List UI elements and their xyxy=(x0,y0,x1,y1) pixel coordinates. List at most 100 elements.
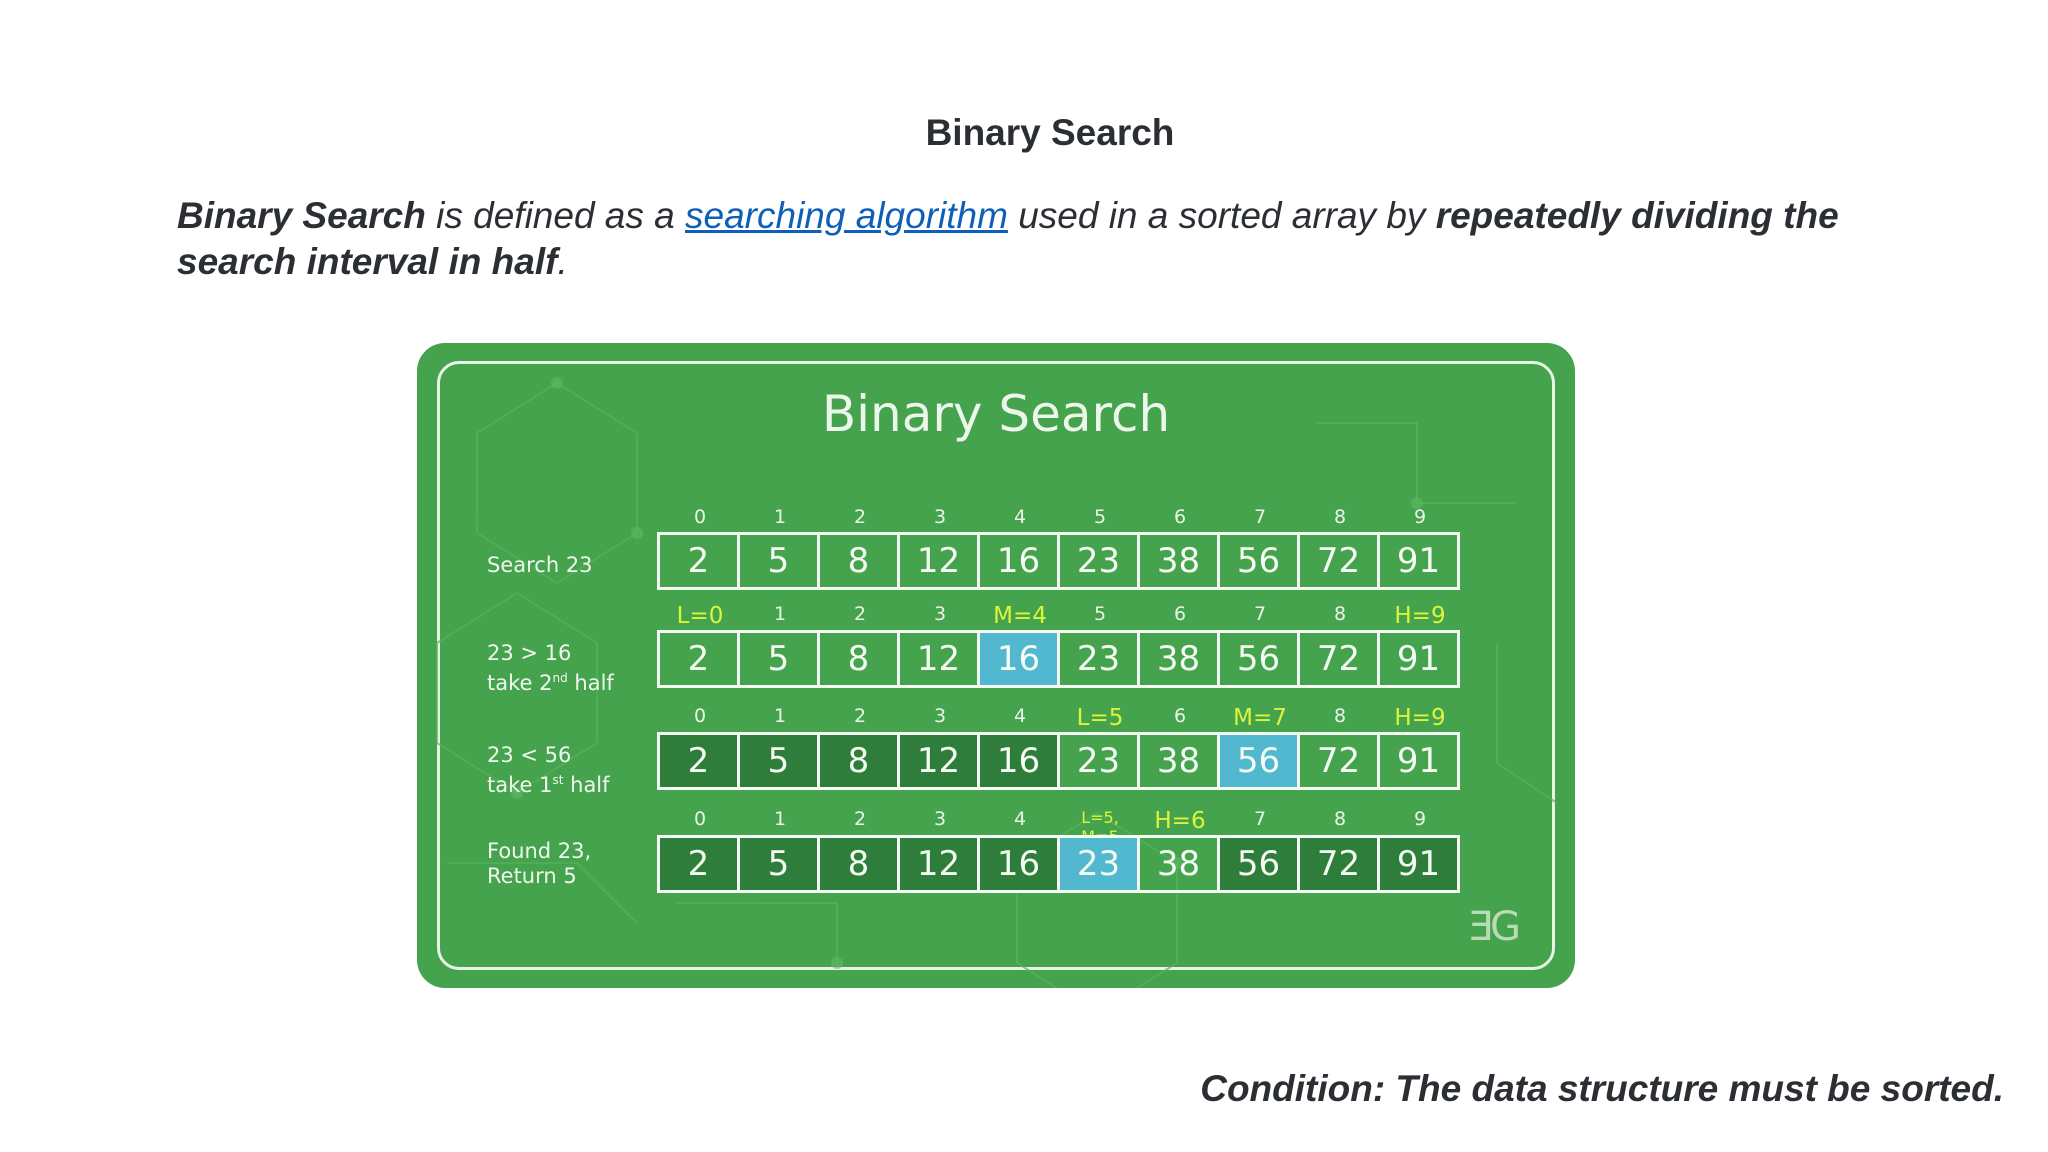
definition-end: . xyxy=(557,241,568,282)
high-pointer-label: H=6 xyxy=(1154,808,1206,834)
array-cell: 72 xyxy=(1300,633,1380,685)
index-row-1: 0 1 2 3 4 5 6 7 8 9 xyxy=(660,506,1460,528)
array-cell-discarded: 56 xyxy=(1220,838,1300,890)
step-label-line: take 2nd half xyxy=(487,671,614,695)
index-label: 0 xyxy=(693,705,707,727)
definition-term: Binary Search xyxy=(177,195,426,236)
index-label: 5 xyxy=(1093,506,1107,528)
definition-emphasis: repeatedly dividing the search interval … xyxy=(177,195,1839,282)
array-cell: 23 xyxy=(1060,535,1140,587)
array-cell: 5 xyxy=(740,633,820,685)
array-cell: 16 xyxy=(980,535,1060,587)
index-label: 0 xyxy=(693,506,707,528)
index-label: 8 xyxy=(1333,705,1347,727)
index-label: 3 xyxy=(933,808,947,830)
index-label: 2 xyxy=(853,506,867,528)
low-pointer-label: L=5 xyxy=(1076,705,1124,731)
array-cell: 12 xyxy=(900,535,980,587)
array-cell: 8 xyxy=(820,633,900,685)
array-cell: 38 xyxy=(1140,838,1220,890)
array-cell: 38 xyxy=(1140,535,1220,587)
step-label-line: 23 > 16 xyxy=(487,641,572,665)
index-label: 4 xyxy=(1013,808,1027,830)
array-cell-discarded: 12 xyxy=(900,838,980,890)
array-cell: 56 xyxy=(1220,535,1300,587)
index-label: 6 xyxy=(1173,705,1187,727)
array-cell: 38 xyxy=(1140,735,1220,787)
index-label: 1 xyxy=(773,705,787,727)
array-cell-discarded: 72 xyxy=(1300,838,1380,890)
index-row-4: 0 1 2 3 4 L=5, M=5 H=6 7 8 9 xyxy=(660,808,1460,846)
array-cell: 2 xyxy=(660,633,740,685)
step-label-line: Return 5 xyxy=(487,864,577,888)
array-cell-discarded: 16 xyxy=(980,838,1060,890)
array-cell: 91 xyxy=(1396,741,1441,781)
array-cell: 56 xyxy=(1220,633,1300,685)
step-label-1: Search 23 xyxy=(487,553,637,578)
definition-paragraph: Binary Search is defined as a searching … xyxy=(177,193,1937,285)
searching-algorithm-link[interactable]: searching algorithm xyxy=(685,195,1008,236)
index-label: 3 xyxy=(933,603,947,625)
array-cell: 23 xyxy=(1060,633,1140,685)
step-label-line: Found 23, xyxy=(487,839,592,863)
array-cell: 12 xyxy=(900,633,980,685)
index-label: 2 xyxy=(853,705,867,727)
circuit-background-pattern xyxy=(436,377,1558,988)
index-label: 6 xyxy=(1173,506,1187,528)
array-cell-discarded: 8 xyxy=(820,838,900,890)
index-label: 9 xyxy=(1413,506,1427,528)
array-cell: 72 xyxy=(1300,735,1380,787)
definition-text-1: is defined as a xyxy=(425,195,686,236)
index-label: 4 xyxy=(1013,705,1027,727)
array-cell: 5 xyxy=(740,535,820,587)
index-label: 6 xyxy=(1173,603,1187,625)
step-label-line: Search 23 xyxy=(487,553,593,577)
array-cell: 91 xyxy=(1396,639,1441,679)
binary-search-figure: Binary Search 0 1 2 3 4 5 6 7 8 9 Search… xyxy=(417,343,1575,988)
array-cell-discarded: 16 xyxy=(980,735,1060,787)
array-cell-discarded: 12 xyxy=(900,735,980,787)
array-cell-found-highlight: 23 xyxy=(1060,838,1140,890)
array-cell: 23 xyxy=(1060,735,1140,787)
page-title: Binary Search xyxy=(925,112,1175,153)
index-label: 1 xyxy=(773,808,787,830)
array-cell-discarded: 2 xyxy=(660,838,740,890)
index-label: 4 xyxy=(1013,506,1027,528)
figure-title: Binary Search xyxy=(821,385,1171,443)
step-label-line: 23 < 56 xyxy=(487,743,572,767)
array-cell: 91 xyxy=(1396,541,1441,581)
step-label-line: take 1st half xyxy=(487,773,610,797)
index-label: 2 xyxy=(853,808,867,830)
array-cell-discarded: 2 xyxy=(660,735,740,787)
index-row-3: 0 1 2 3 4 L=5 6 M=7 8 H=9 xyxy=(660,705,1460,731)
index-label: 9 xyxy=(1413,808,1427,830)
mid-pointer-label: M=4 xyxy=(993,603,1047,629)
step-label-4: Found 23, Return 5 xyxy=(487,839,637,889)
array-cell-discarded: 5 xyxy=(740,838,820,890)
array-cell: 72 xyxy=(1300,535,1380,587)
index-label: 8 xyxy=(1333,603,1347,625)
index-label: 1 xyxy=(773,506,787,528)
high-pointer-label: H=9 xyxy=(1394,603,1446,629)
low-pointer-label: L=0 xyxy=(676,603,724,629)
definition-text-2: used in a sorted array by xyxy=(1007,195,1436,236)
index-label: 3 xyxy=(933,705,947,727)
array-row-3: 2 5 8 12 16 23 38 56 72 91 xyxy=(657,732,1460,790)
condition-note: Condition: The data structure must be so… xyxy=(1200,1068,2004,1109)
array-cell-mid-highlight: 56 xyxy=(1220,735,1300,787)
index-label: 8 xyxy=(1333,808,1347,830)
index-label: 3 xyxy=(933,506,947,528)
array-row-2: 2 5 8 12 16 23 38 56 72 91 xyxy=(657,630,1460,688)
step-label-2: 23 > 16 take 2nd half xyxy=(487,641,637,696)
array-row-1: 2 5 8 12 16 23 38 56 72 91 xyxy=(657,532,1460,590)
index-label: 5 xyxy=(1093,603,1107,625)
gg-logo: ƎG xyxy=(1468,904,1521,950)
index-label: 1 xyxy=(773,603,787,625)
array-cell-discarded: 5 xyxy=(740,735,820,787)
index-label: 7 xyxy=(1253,506,1267,528)
index-label: 8 xyxy=(1333,506,1347,528)
index-label: 2 xyxy=(853,603,867,625)
array-cell: 2 xyxy=(660,535,740,587)
array-cell: 38 xyxy=(1140,633,1220,685)
step-label-3: 23 < 56 take 1st half xyxy=(487,743,637,798)
